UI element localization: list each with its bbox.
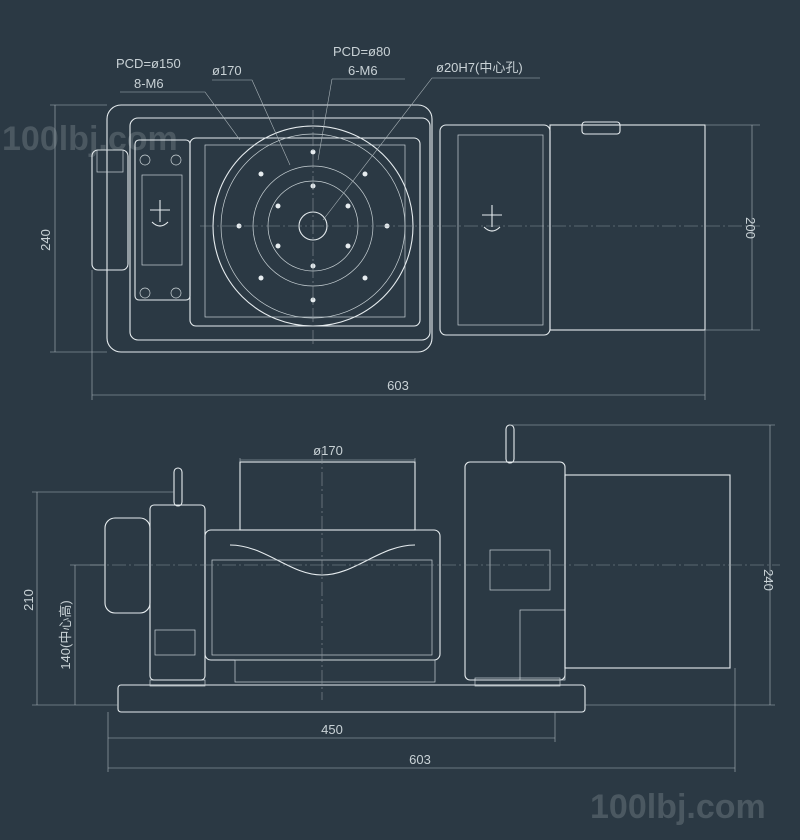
side-body-lower bbox=[234, 659, 436, 683]
top-clamp-handle-icon bbox=[150, 200, 170, 227]
label-pcd150: PCD=ø150 bbox=[116, 56, 181, 71]
dim-240-top: 240 bbox=[38, 229, 53, 251]
dim-line-210 bbox=[32, 491, 174, 706]
dim-240-side: 240 bbox=[761, 569, 776, 591]
side-left-column bbox=[149, 504, 206, 681]
dim-line-603-top bbox=[91, 270, 706, 400]
side-motor-cylinder bbox=[564, 474, 731, 669]
side-base-plate bbox=[117, 684, 586, 713]
side-left-knob bbox=[104, 517, 151, 614]
leader-pcd80 bbox=[317, 78, 405, 161]
top-left-knob-grip bbox=[96, 149, 124, 173]
side-rotary-table bbox=[239, 461, 416, 531]
dim-line-450 bbox=[107, 668, 736, 772]
watermark-bottom: 100lbj.com bbox=[590, 788, 766, 826]
watermark-top: 100lbj.com bbox=[2, 120, 178, 158]
label-dia170: ø170 bbox=[212, 63, 242, 78]
dim-170-side: ø170 bbox=[313, 443, 343, 458]
dim-line-240-side bbox=[510, 424, 775, 706]
side-body bbox=[204, 529, 441, 661]
bolt-icon bbox=[170, 154, 182, 166]
label-8-m6: 8-M6 bbox=[134, 76, 164, 91]
leader-center-hole bbox=[322, 77, 540, 221]
dim-line-240-top bbox=[50, 104, 107, 353]
side-body-curve bbox=[229, 544, 416, 576]
bolt-icon bbox=[170, 287, 182, 299]
dim-140-center-height: 140(中心高) bbox=[58, 600, 73, 669]
dim-210: 210 bbox=[21, 589, 36, 611]
top-motor-handle-icon bbox=[482, 205, 502, 232]
label-pcd80: PCD=ø80 bbox=[333, 44, 390, 59]
bolt-icon bbox=[139, 154, 151, 166]
top-base-plate bbox=[106, 104, 433, 353]
top-motor-box-inner bbox=[457, 134, 544, 326]
side-base-foot bbox=[474, 677, 561, 687]
top-motor-knob bbox=[581, 121, 621, 135]
dim-line-170 bbox=[239, 458, 416, 462]
side-motor-nameplate bbox=[489, 549, 551, 591]
top-body-inner bbox=[204, 144, 406, 318]
side-left-column-base bbox=[154, 629, 196, 656]
dim-603-side: 603 bbox=[409, 752, 431, 767]
side-motor-base bbox=[519, 609, 566, 681]
dim-line-140 bbox=[70, 564, 105, 705]
dim-450: 450 bbox=[321, 722, 343, 737]
leader-dia170 bbox=[212, 79, 291, 166]
top-clamp-block bbox=[134, 139, 191, 301]
side-left-antenna bbox=[173, 467, 183, 507]
side-motor-antenna bbox=[505, 424, 515, 464]
side-view: ø170 210 140(中心高) 240 450 603 bbox=[21, 424, 780, 772]
label-center-hole: ø20H7(中心孔) bbox=[436, 60, 523, 75]
top-motor-cylinder bbox=[549, 124, 706, 331]
top-left-knob bbox=[91, 149, 129, 271]
leader-pcd150 bbox=[120, 91, 241, 141]
top-view: PCD=ø150 8-M6 ø170 PCD=ø80 6-M6 ø20H7(中心… bbox=[38, 44, 760, 400]
bolt-icon bbox=[139, 287, 151, 299]
dim-line-200 bbox=[705, 124, 760, 331]
top-inner-frame bbox=[129, 117, 431, 341]
label-6-m6: 6-M6 bbox=[348, 63, 378, 78]
dim-603-top: 603 bbox=[387, 378, 409, 393]
dim-200: 200 bbox=[743, 217, 758, 239]
top-clamp-inner bbox=[141, 174, 183, 266]
